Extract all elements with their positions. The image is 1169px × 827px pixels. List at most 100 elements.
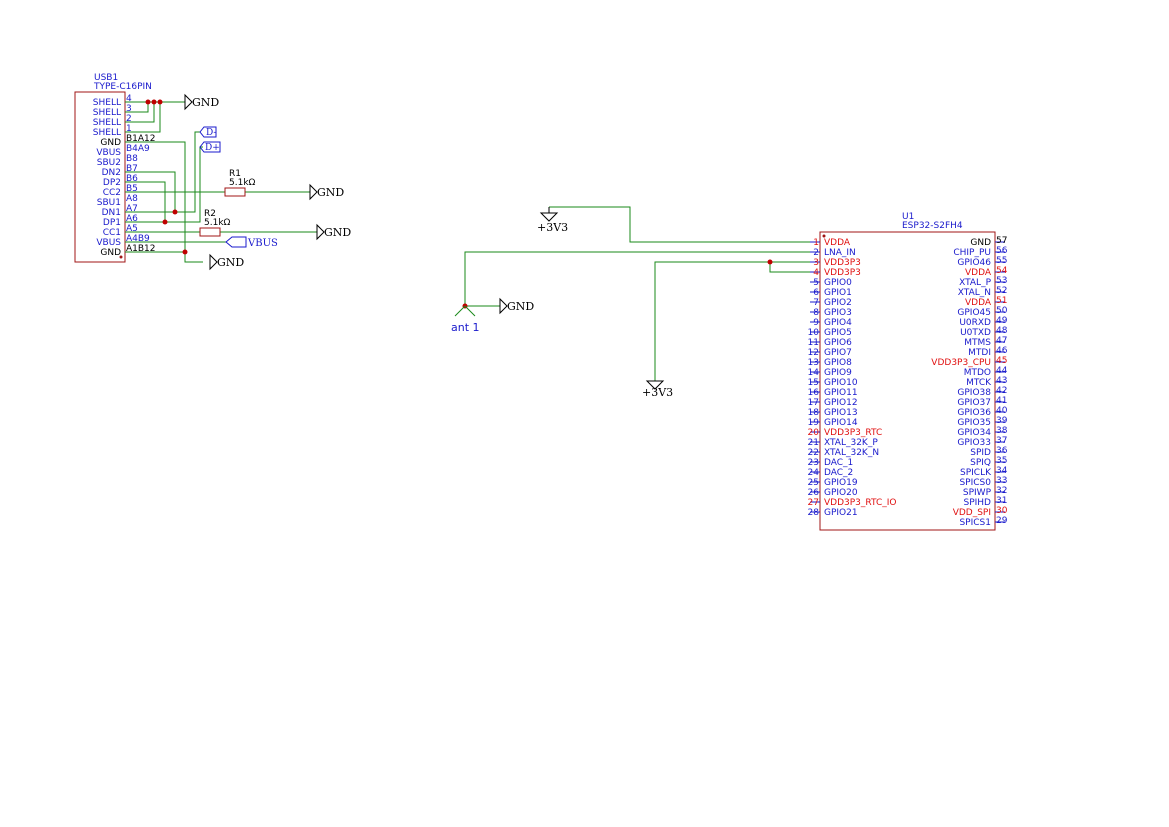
- usb-pin-number: 3: [126, 104, 132, 114]
- antenna-label: ant 1: [451, 321, 480, 334]
- esp-pin-number: 16: [808, 388, 820, 398]
- net-label-vbus[interactable]: VBUS: [225, 236, 278, 249]
- esp-pin-number: 22: [808, 448, 819, 458]
- esp-pin-number: 53: [996, 276, 1007, 286]
- esp-pin-number: 6: [813, 288, 819, 298]
- esp-pin-name: GPIO12: [824, 398, 858, 408]
- esp-value: ESP32-S2FH4: [902, 221, 963, 231]
- esp-pin-number: 49: [996, 316, 1008, 326]
- gnd-label: GND: [507, 300, 534, 313]
- esp-pin-number: 41: [996, 396, 1007, 406]
- usb-pin-name: CC2: [103, 188, 121, 198]
- esp-pin-number: 33: [996, 476, 1007, 486]
- esp-pin-name: GND: [970, 238, 991, 248]
- usb-pin-name: DN1: [102, 208, 121, 218]
- usb-value: TYPE-C16PIN: [93, 82, 152, 92]
- gnd-symbol[interactable]: GND: [184, 93, 219, 111]
- wire-shell3: [125, 102, 149, 113]
- esp-pin-name: XTAL_32K_P: [824, 438, 878, 448]
- wire-3v3-vdda: [549, 206, 818, 243]
- esp-pin-number: 44: [996, 366, 1008, 376]
- usb-pin-number: B8: [126, 154, 138, 164]
- gnd-symbol[interactable]: GND: [309, 183, 344, 201]
- esp-pin-number: 54: [996, 266, 1008, 276]
- gnd-symbol[interactable]: GND: [316, 223, 351, 241]
- esp-pin-name: XTAL_N: [958, 288, 991, 298]
- usb-pin-name: SHELL: [93, 98, 121, 108]
- usb-pin-name: VBUS: [96, 148, 121, 158]
- gnd-label: GND: [317, 186, 344, 199]
- esp-pin-name: GPIO19: [824, 478, 858, 488]
- esp-pin-number: 8: [813, 308, 819, 318]
- usb-junctions: [145, 99, 188, 255]
- usb-pin-name: SHELL: [93, 128, 121, 138]
- resistor-r2[interactable]: R2 5.1kΩ: [199, 209, 231, 237]
- power-3v3-top[interactable]: +3V3: [537, 207, 568, 234]
- esp-pin-name: GPIO37: [957, 398, 991, 408]
- esp-pin-name: GPIO3: [824, 308, 852, 318]
- power-label: +3V3: [642, 386, 673, 399]
- esp-pin-number: 31: [996, 496, 1007, 506]
- esp-pin-name: U0RXD: [959, 318, 991, 328]
- esp-pin-name: MTDI: [968, 348, 991, 358]
- esp-pin-name: GPIO35: [957, 418, 991, 428]
- esp-pin-number: 17: [808, 398, 819, 408]
- wire-dn1-dminus: [125, 131, 200, 213]
- esp-pin-name: VDD_SPI: [953, 508, 991, 518]
- esp-pin-number: 18: [808, 408, 820, 418]
- esp-pin-number: 12: [808, 348, 819, 358]
- usb-pin-name: GND: [100, 138, 121, 148]
- usb-pin-name: DP2: [103, 178, 121, 188]
- wire-dn2: [125, 171, 176, 212]
- esp-pin-number: 55: [996, 256, 1007, 266]
- usb-pin-number: A4B9: [126, 234, 150, 244]
- gnd-symbol[interactable]: GND: [209, 253, 244, 271]
- esp-pin-name: GPIO20: [824, 488, 858, 498]
- usb-pin-number: B6: [126, 174, 138, 184]
- net-label-dminus[interactable]: D-: [199, 126, 217, 138]
- esp-pin-number: 5: [813, 278, 819, 288]
- esp-pin-number: 48: [996, 326, 1008, 336]
- wire-dp2: [125, 181, 166, 222]
- r1-ref: R1: [229, 169, 241, 179]
- ground-icon: [209, 253, 218, 271]
- usb-pin-number: B1A12: [126, 134, 156, 144]
- antenna-icon: [454, 305, 476, 317]
- gnd-symbol[interactable]: GND: [499, 297, 534, 315]
- net-label-dplus[interactable]: D+: [199, 141, 221, 153]
- esp-pin-name: SPID: [970, 448, 991, 458]
- esp-pin-number: 10: [808, 328, 820, 338]
- esp-pin-number: 23: [808, 458, 819, 468]
- power-3v3-bottom[interactable]: +3V3: [642, 380, 673, 399]
- usb-wires: [125, 101, 317, 263]
- wire-ant-lna: [464, 251, 818, 306]
- esp-pin-name: VDD3P3: [824, 258, 861, 268]
- wire-gnd-a1b12: [125, 251, 203, 263]
- net-label-text: D-: [206, 128, 216, 138]
- usb-pin-number: A7: [126, 204, 138, 214]
- resistor-r1[interactable]: R1 5.1kΩ: [224, 169, 256, 197]
- esp-pin-name: GPIO9: [824, 368, 852, 378]
- gnd-label: GND: [192, 96, 219, 109]
- usb-pin-name: DN2: [102, 168, 121, 178]
- usb-pin-name: SBU2: [97, 158, 121, 168]
- net-label-text: D+: [205, 143, 220, 153]
- usb-pin-name: CC1: [103, 228, 121, 238]
- esp-pin-number: 4: [813, 268, 819, 278]
- esp-pin-name: GPIO45: [957, 308, 991, 318]
- esp-pin-name: SPICS1: [959, 518, 991, 528]
- esp-pin-number: 29: [996, 516, 1008, 526]
- esp-pin-name: GPIO8: [824, 358, 852, 368]
- antenna-symbol[interactable]: ant 1: [451, 305, 480, 334]
- esp-pin-name: SPICLK: [960, 468, 992, 478]
- esp-pin-name: GPIO1: [824, 288, 852, 298]
- esp-pin-name: DAC_2: [824, 468, 853, 478]
- esp-pin-name: GPIO11: [824, 388, 858, 398]
- esp-pin-number: 50: [996, 306, 1008, 316]
- esp-pin-number: 28: [808, 508, 820, 518]
- usb-pin-number: B4A9: [126, 144, 150, 154]
- wire-3v3-vdd3p3: [654, 261, 818, 381]
